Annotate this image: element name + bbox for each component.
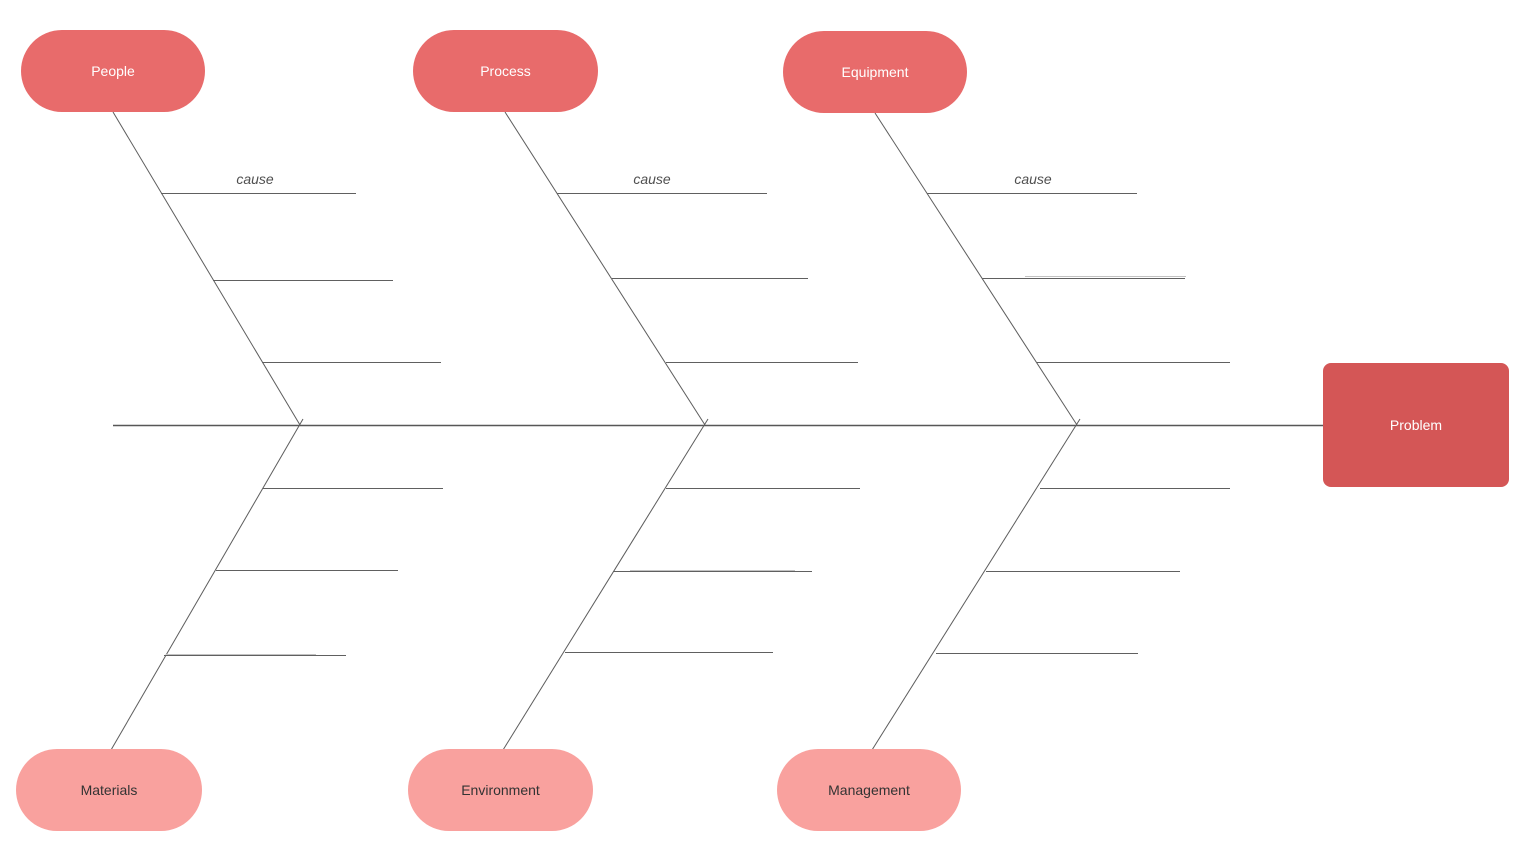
category-process[interactable]: Process xyxy=(413,30,598,112)
category-environment-label: Environment xyxy=(461,782,540,798)
category-process-label: Process xyxy=(480,63,531,79)
materials-bone-line[interactable] xyxy=(110,418,304,751)
cause-label-people[interactable]: cause xyxy=(236,171,274,187)
management-bone-line[interactable] xyxy=(871,418,1081,751)
category-management-label: Management xyxy=(828,782,910,798)
category-management[interactable]: Management xyxy=(777,749,961,831)
category-equipment-label: Equipment xyxy=(841,64,909,80)
environment-bone-line[interactable] xyxy=(502,418,709,751)
process-bone-line[interactable] xyxy=(504,111,706,426)
category-materials-label: Materials xyxy=(80,782,138,798)
category-people[interactable]: People xyxy=(21,30,205,112)
problem-label: Problem xyxy=(1389,417,1443,433)
category-materials[interactable]: Materials xyxy=(16,749,202,831)
people-bone-line[interactable] xyxy=(112,111,301,426)
cause-label-process[interactable]: cause xyxy=(633,171,671,187)
category-equipment[interactable]: Equipment xyxy=(783,31,967,113)
problem-node[interactable]: Problem xyxy=(1323,363,1509,487)
equipment-bone-line[interactable] xyxy=(874,112,1078,426)
cause-label-equipment[interactable]: cause xyxy=(1014,171,1052,187)
category-environment[interactable]: Environment xyxy=(408,749,593,831)
category-people-label: People xyxy=(91,63,135,79)
